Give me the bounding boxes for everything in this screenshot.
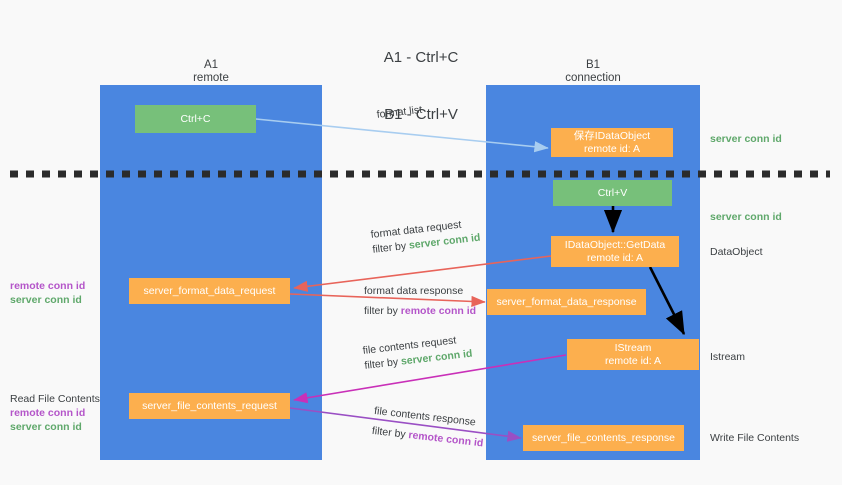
lane-b1-role: connection	[565, 72, 621, 84]
lane-header-a1: A1 remote	[100, 59, 322, 85]
flow-label-format-list-text: format list	[376, 103, 423, 121]
note-server-conn-id-top-text: server conn id	[710, 133, 782, 145]
note-istream: Istream	[710, 350, 745, 364]
box-getdata-title: IDataObject::GetData	[564, 238, 666, 251]
box-save-idataobject-title: 保存IDataObject	[573, 129, 651, 142]
box-getdata-id: remote id: A	[586, 251, 644, 264]
box-istream-title: IStream	[614, 341, 652, 354]
note-server-conn-id-top: server conn id	[710, 132, 782, 146]
box-ctrl-v-label: Ctrl+V	[597, 186, 628, 199]
flow-label-file-contents-response: file contents response filter by remote …	[371, 404, 486, 451]
flow-filter-prefix: filter by	[363, 355, 402, 372]
flow-filter-prefix: filter by	[371, 239, 410, 256]
box-istream-id: remote id: A	[604, 354, 662, 367]
box-server-format-data-request[interactable]: server_format_data_request	[129, 278, 290, 304]
box-server-file-contents-request[interactable]: server_file_contents_request	[129, 393, 290, 419]
note-format-data-conn-ids: remote conn id server conn id	[10, 279, 85, 307]
flow-label-format-data-response: format data response filter by remote co…	[364, 284, 476, 319]
box-istream[interactable]: IStream remote id: A	[567, 339, 699, 370]
box-ctrl-c-label: Ctrl+C	[180, 112, 211, 125]
note-read-file-contents-heading: Read File Contents	[10, 393, 100, 405]
note-istream-text: Istream	[710, 351, 746, 363]
lane-b1-name: B1	[585, 59, 601, 71]
box-server-file-contents-request-label: server_file_contents_request	[142, 399, 277, 412]
note-server-conn-id-second-text: server conn id	[710, 211, 782, 223]
note-remote-conn-id-1: remote conn id	[10, 280, 86, 292]
box-ctrl-c[interactable]: Ctrl+C	[135, 105, 256, 133]
note-write-file-contents-text: Write File Contents	[710, 432, 800, 444]
flow-filter-prefix: filter by	[371, 424, 410, 441]
flow-label-format-data-response-text: format data response	[364, 285, 464, 297]
flow-filter-prefix: filter by	[364, 305, 401, 317]
flow-label-file-contents-request: file contents request filter by server c…	[362, 332, 473, 374]
token-remote-conn-id: remote conn id	[407, 429, 484, 450]
note-server-conn-id-second: server conn id	[710, 210, 782, 224]
token-remote-conn-id: remote conn id	[400, 305, 477, 317]
box-server-format-data-response[interactable]: server_format_data_response	[487, 289, 646, 315]
box-server-format-data-response-label: server_format_data_response	[496, 295, 637, 308]
note-write-file-contents: Write File Contents	[710, 431, 799, 445]
note-remote-conn-id-2: remote conn id	[10, 407, 86, 419]
note-dataobject: DataObject	[710, 245, 763, 259]
note-dataobject-text: DataObject	[710, 246, 763, 258]
note-read-file-contents: Read File Contents remote conn id server…	[10, 392, 100, 434]
lane-a1-name: A1	[203, 59, 219, 71]
lane-a1-role: remote	[193, 72, 229, 84]
box-server-file-contents-response[interactable]: server_file_contents_response	[523, 425, 684, 451]
note-server-conn-id-2: server conn id	[10, 421, 82, 433]
box-server-format-data-request-label: server_format_data_request	[143, 284, 276, 297]
flow-filter-format-data-response: filter by remote conn id	[364, 299, 476, 319]
box-save-idataobject-id: remote id: A	[583, 142, 641, 155]
lane-header-b1: B1 connection	[486, 59, 700, 85]
box-save-idataobject[interactable]: 保存IDataObject remote id: A	[551, 128, 673, 157]
flow-label-format-data-request: format data request filter by server con…	[370, 216, 481, 258]
box-idataobject-getdata[interactable]: IDataObject::GetData remote id: A	[551, 236, 679, 267]
box-ctrl-v[interactable]: Ctrl+V	[553, 180, 672, 206]
title-line-1: A1 - Ctrl+C	[383, 49, 459, 66]
note-server-conn-id-1: server conn id	[10, 294, 82, 306]
box-server-file-contents-response-label: server_file_contents_response	[531, 431, 675, 444]
